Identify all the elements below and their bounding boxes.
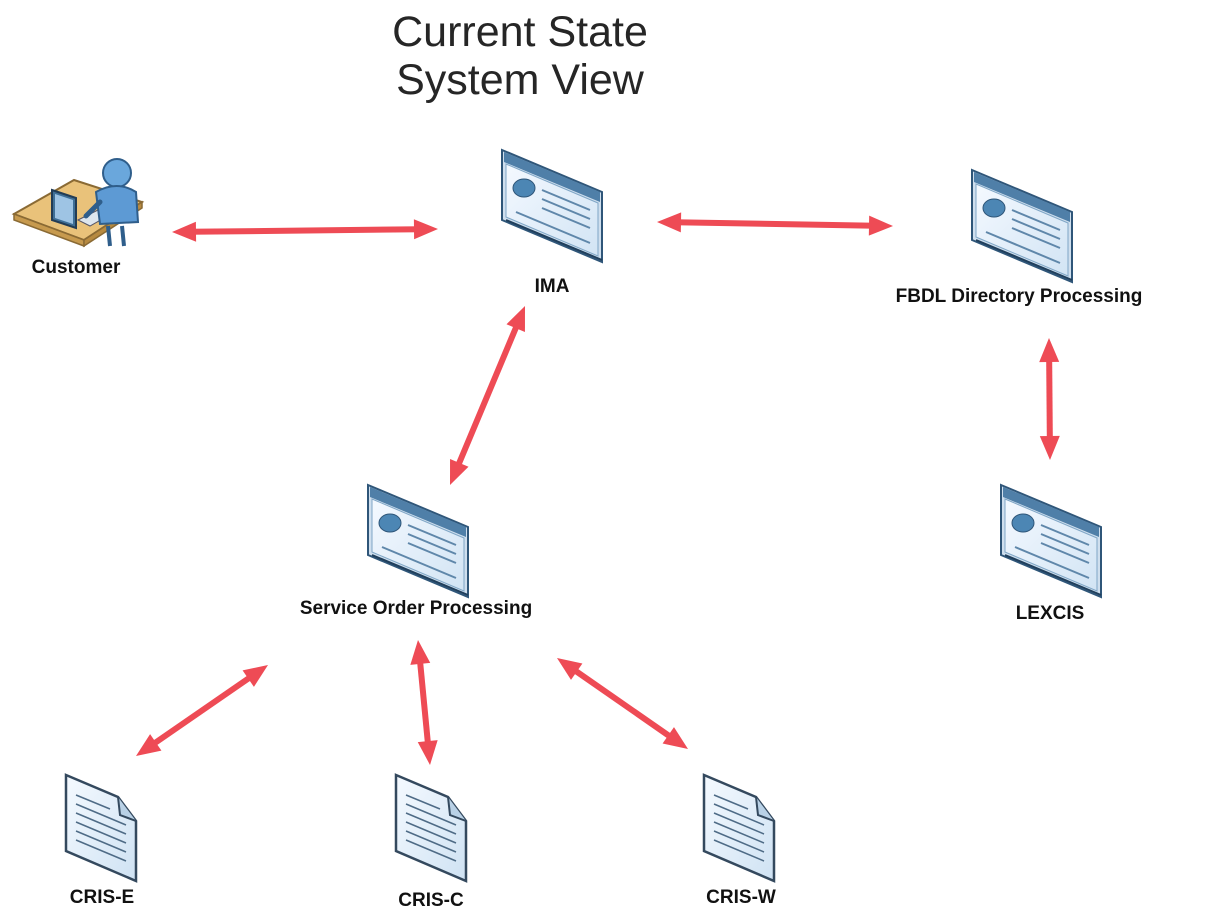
title-line-2: System View (396, 56, 644, 104)
arrow-service-order-to-cris-e (136, 665, 268, 756)
label-cris-e: CRIS-E (69, 887, 135, 908)
cris-c-document-icon (394, 773, 468, 883)
arrow-service-order-to-cris-c (410, 640, 438, 765)
cris-e-document-icon (64, 773, 138, 883)
lexcis-window-icon (1000, 484, 1102, 598)
ima-window-icon (501, 149, 603, 263)
diagram-title: Current State System View (300, 8, 740, 104)
title-line-1: Current State (392, 8, 648, 56)
service-order-window-icon (367, 484, 469, 598)
label-cris-w: CRIS-W (706, 887, 776, 908)
label-cris-c: CRIS-C (398, 890, 464, 911)
arrow-fbdl-to-lexcis (1039, 338, 1060, 460)
arrow-service-order-to-cris-w (557, 658, 688, 749)
arrow-ima-to-service-order (450, 306, 525, 485)
label-ima: IMA (534, 276, 570, 297)
fbdl-window-icon (971, 169, 1073, 283)
cris-w-document-icon (702, 773, 776, 883)
arrow-ima-to-fbdl (657, 212, 893, 236)
label-customer: Customer (31, 257, 121, 278)
arrow-customer-to-ima (172, 219, 438, 242)
connection-arrows (136, 212, 1060, 765)
label-fbdl-directory-processing: FBDL Directory Processing (895, 286, 1143, 307)
label-lexcis: LEXCIS (1015, 603, 1085, 624)
customer-workstation-icon (11, 158, 145, 248)
label-service-order-processing: Service Order Processing (299, 598, 533, 619)
